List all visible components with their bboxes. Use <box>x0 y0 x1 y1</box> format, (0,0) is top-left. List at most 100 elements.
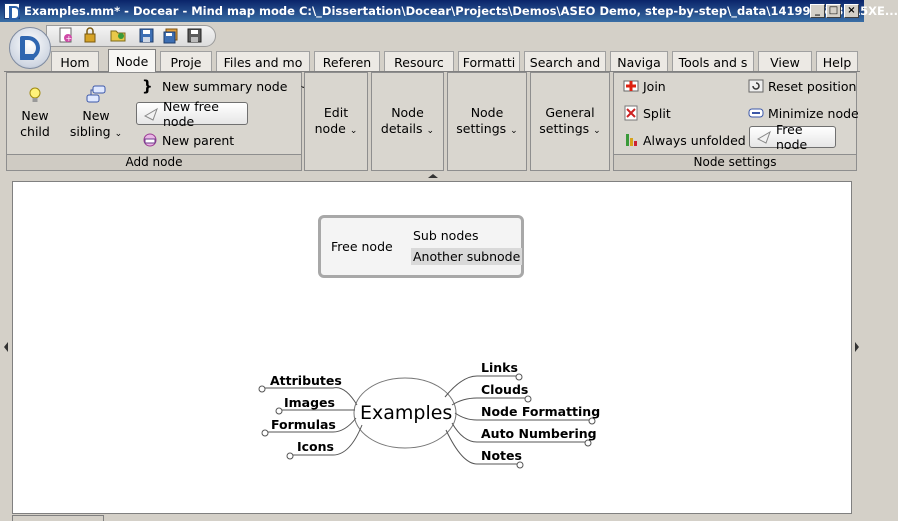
node-clouds[interactable]: Clouds <box>481 382 529 397</box>
free-node-icon <box>756 129 772 145</box>
group-label: Node settings <box>614 154 856 170</box>
node-details-label-2: details <box>380 121 423 136</box>
node-images[interactable]: Images <box>284 395 335 410</box>
summary-brace-icon: } <box>142 77 153 95</box>
always-unfolded-button[interactable]: Always unfolded <box>623 132 746 148</box>
minimize-window-button[interactable]: _ <box>810 4 825 18</box>
sibling-nodes-icon <box>86 85 106 103</box>
always-unfolded-label: Always unfolded <box>643 132 746 148</box>
save-icon[interactable] <box>138 27 154 43</box>
save-all-icon[interactable] <box>162 27 178 43</box>
tab-references[interactable]: Referen <box>314 51 380 72</box>
new-parent-label: New parent <box>162 132 235 148</box>
tab-node[interactable]: Node <box>108 49 156 72</box>
tab-label: Search and <box>529 54 601 70</box>
node-auto-numbering[interactable]: Auto Numbering <box>481 426 597 441</box>
reset-icon <box>748 78 764 94</box>
tab-resources[interactable]: Resourc <box>384 51 454 72</box>
open-map-icon[interactable] <box>110 27 126 43</box>
tab-view[interactable]: View <box>758 51 812 72</box>
right-panel-toggle-icon[interactable] <box>855 342 859 352</box>
new-sibling-label-1: New <box>82 108 110 123</box>
root-node[interactable]: Examples <box>360 402 453 424</box>
tab-label: Referen <box>322 54 372 70</box>
node-icons[interactable]: Icons <box>297 439 334 454</box>
free-node-label: Free node <box>776 122 808 152</box>
collapse-ribbon-icon[interactable] <box>428 174 438 178</box>
save-as-icon[interactable] <box>186 27 202 43</box>
status-bar <box>0 514 864 521</box>
node-formulas[interactable]: Formulas <box>271 417 336 432</box>
group-label: Add node <box>7 154 301 170</box>
lock-icon[interactable] <box>82 27 98 43</box>
tab-label: Formatti <box>462 54 516 70</box>
tab-label: Resourc <box>394 54 444 70</box>
join-label: Join <box>643 78 666 94</box>
maximize-window-button[interactable]: □ <box>826 4 841 18</box>
general-settings-group[interactable] <box>530 72 610 171</box>
tab-formatting[interactable]: Formatti <box>458 51 520 72</box>
new-child-label-1: New <box>21 108 49 123</box>
chevron-down-icon: ⌄ <box>426 126 435 136</box>
new-child-button[interactable]: New child <box>14 86 56 140</box>
general-settings-label-2: settings <box>539 121 590 136</box>
general-settings-label-1: General <box>545 105 595 120</box>
new-sibling-label-2: sibling <box>69 124 111 139</box>
split-label: Split <box>643 105 671 121</box>
tab-label: Tools and s <box>678 54 748 70</box>
tab-label: Node <box>115 53 149 69</box>
chevron-down-icon: ⌄ <box>349 126 358 136</box>
tab-navigate[interactable]: Naviga <box>610 51 668 72</box>
new-free-node-label: New free node <box>163 98 219 129</box>
tab-label: Help <box>822 54 852 70</box>
node-settings-dropdown-group[interactable] <box>447 72 527 171</box>
free-node-root[interactable]: Free node <box>331 239 393 254</box>
edit-node-button[interactable]: Edit node⌄ <box>304 105 368 139</box>
new-parent-button[interactable]: New parent <box>142 132 234 148</box>
tab-help[interactable]: Help <box>816 51 858 72</box>
general-settings-button[interactable]: General settings⌄ <box>530 105 610 139</box>
new-parent-icon <box>142 132 158 148</box>
free-subnode-2[interactable]: Another subnode <box>411 248 523 265</box>
edit-node-label-1: Edit <box>323 105 349 120</box>
node-details-button[interactable]: Node details⌄ <box>371 105 444 139</box>
free-node-cloud[interactable] <box>318 215 524 278</box>
minimize-icon <box>748 105 764 121</box>
tab-files[interactable]: Files and mo <box>216 51 310 72</box>
free-subnode-1[interactable]: Sub nodes <box>413 228 479 243</box>
left-panel-toggle-icon[interactable] <box>4 342 8 352</box>
new-summary-node-label: New summary node <box>162 78 288 94</box>
node-notes[interactable]: Notes <box>481 448 522 463</box>
docear-logo-icon <box>20 36 40 60</box>
status-segment <box>12 515 104 521</box>
tab-label: View <box>770 54 800 70</box>
edit-node-group[interactable] <box>304 72 368 171</box>
tab-home[interactable]: Hom <box>51 51 99 72</box>
node-links[interactable]: Links <box>481 360 518 375</box>
join-button[interactable]: Join <box>623 78 666 94</box>
node-formatting[interactable]: Node Formatting <box>481 404 601 419</box>
new-sibling-button[interactable]: New sibling⌄ <box>66 84 126 142</box>
new-summary-node-button[interactable]: } New summary node ⌄ <box>142 78 307 94</box>
svg-text:+: + <box>66 34 73 43</box>
minimize-node-label: Minimize node <box>768 105 859 121</box>
docear-app-icon <box>4 3 20 20</box>
new-map-icon[interactable]: + <box>58 27 74 43</box>
node-details-group[interactable] <box>371 72 444 171</box>
tab-project[interactable]: Proje <box>160 51 212 72</box>
minimize-node-button[interactable]: Minimize node <box>748 105 859 121</box>
free-node-toggle[interactable]: Free node <box>749 122 836 152</box>
chevron-down-icon: ⌄ <box>593 126 601 136</box>
tab-search[interactable]: Search and <box>524 51 606 72</box>
node-settings-dropdown-button[interactable]: Node settings⌄ <box>447 105 527 139</box>
lightbulb-icon <box>29 87 41 102</box>
reset-position-label: Reset position <box>768 78 857 94</box>
tab-tools[interactable]: Tools and s <box>672 51 754 72</box>
node-attributes[interactable]: Attributes <box>270 373 342 388</box>
split-button[interactable]: Split <box>623 105 671 121</box>
reset-position-button[interactable]: Reset position <box>748 78 856 94</box>
close-window-button[interactable]: × <box>844 4 859 18</box>
docear-application-button[interactable] <box>9 27 51 69</box>
new-free-node-button[interactable]: New free node <box>136 99 248 129</box>
chevron-down-icon: ⌄ <box>510 126 518 136</box>
